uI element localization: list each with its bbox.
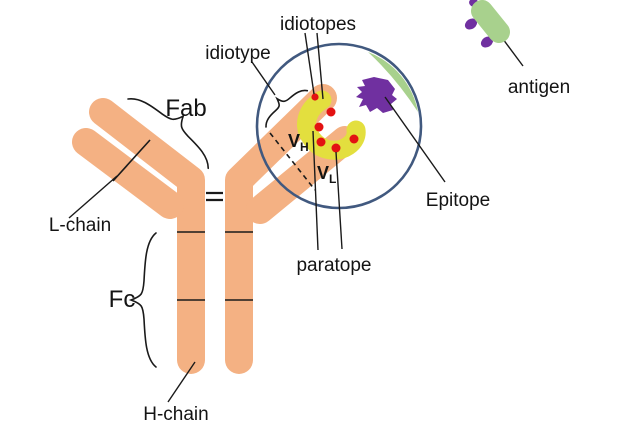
fc-label: Fc xyxy=(109,286,136,313)
idiotope-dot xyxy=(331,143,341,153)
constant-domain-boundaries xyxy=(177,231,253,301)
hinge-disulfide-bonds-icon xyxy=(206,191,223,202)
fc-brace-icon xyxy=(128,232,157,368)
idiotope-dot xyxy=(311,93,319,101)
idiotope-pointer-line xyxy=(304,32,315,95)
epitope-pointer-line xyxy=(384,96,446,183)
antigen-epitope-bump xyxy=(480,36,494,48)
l-chain-pointer-line xyxy=(68,175,118,219)
epitope-blob xyxy=(356,77,397,113)
light-chain-left xyxy=(72,128,184,219)
antigen-body xyxy=(471,0,510,43)
l-chain-label: L-chain xyxy=(49,215,111,236)
antigen-epitope-bump xyxy=(464,18,478,30)
fab-brace-icon xyxy=(127,98,210,170)
idiotopes-label: idiotopes xyxy=(280,14,356,35)
idiotype-brace-icon xyxy=(265,89,309,128)
fab-label: Fab xyxy=(165,95,206,122)
left-arm-domain-boundary xyxy=(112,139,151,182)
h-chain-label: H-chain xyxy=(143,404,208,425)
idiotope-dot xyxy=(316,137,326,147)
vh-label: VH xyxy=(288,131,309,154)
idiotope-pointer-line xyxy=(316,32,324,100)
h-chain-pointer-line xyxy=(167,361,196,403)
free-antigen-group xyxy=(464,0,510,48)
idiotope-dot xyxy=(314,122,324,132)
antigen-label: antigen xyxy=(508,77,570,98)
variable-region-boundary-dashed xyxy=(269,132,316,191)
idiotope-dot xyxy=(349,134,359,144)
epitope-label: Epitope xyxy=(426,190,490,211)
idiotype-label: idiotype xyxy=(205,43,271,64)
vl-label: VL xyxy=(317,163,336,186)
paratope-label: paratope xyxy=(296,255,371,276)
idiotype-pointer-line xyxy=(251,61,276,96)
idiotope-dot xyxy=(326,107,336,117)
paratope-pointer-line xyxy=(312,130,319,251)
paratope-pointer-line xyxy=(335,151,343,250)
